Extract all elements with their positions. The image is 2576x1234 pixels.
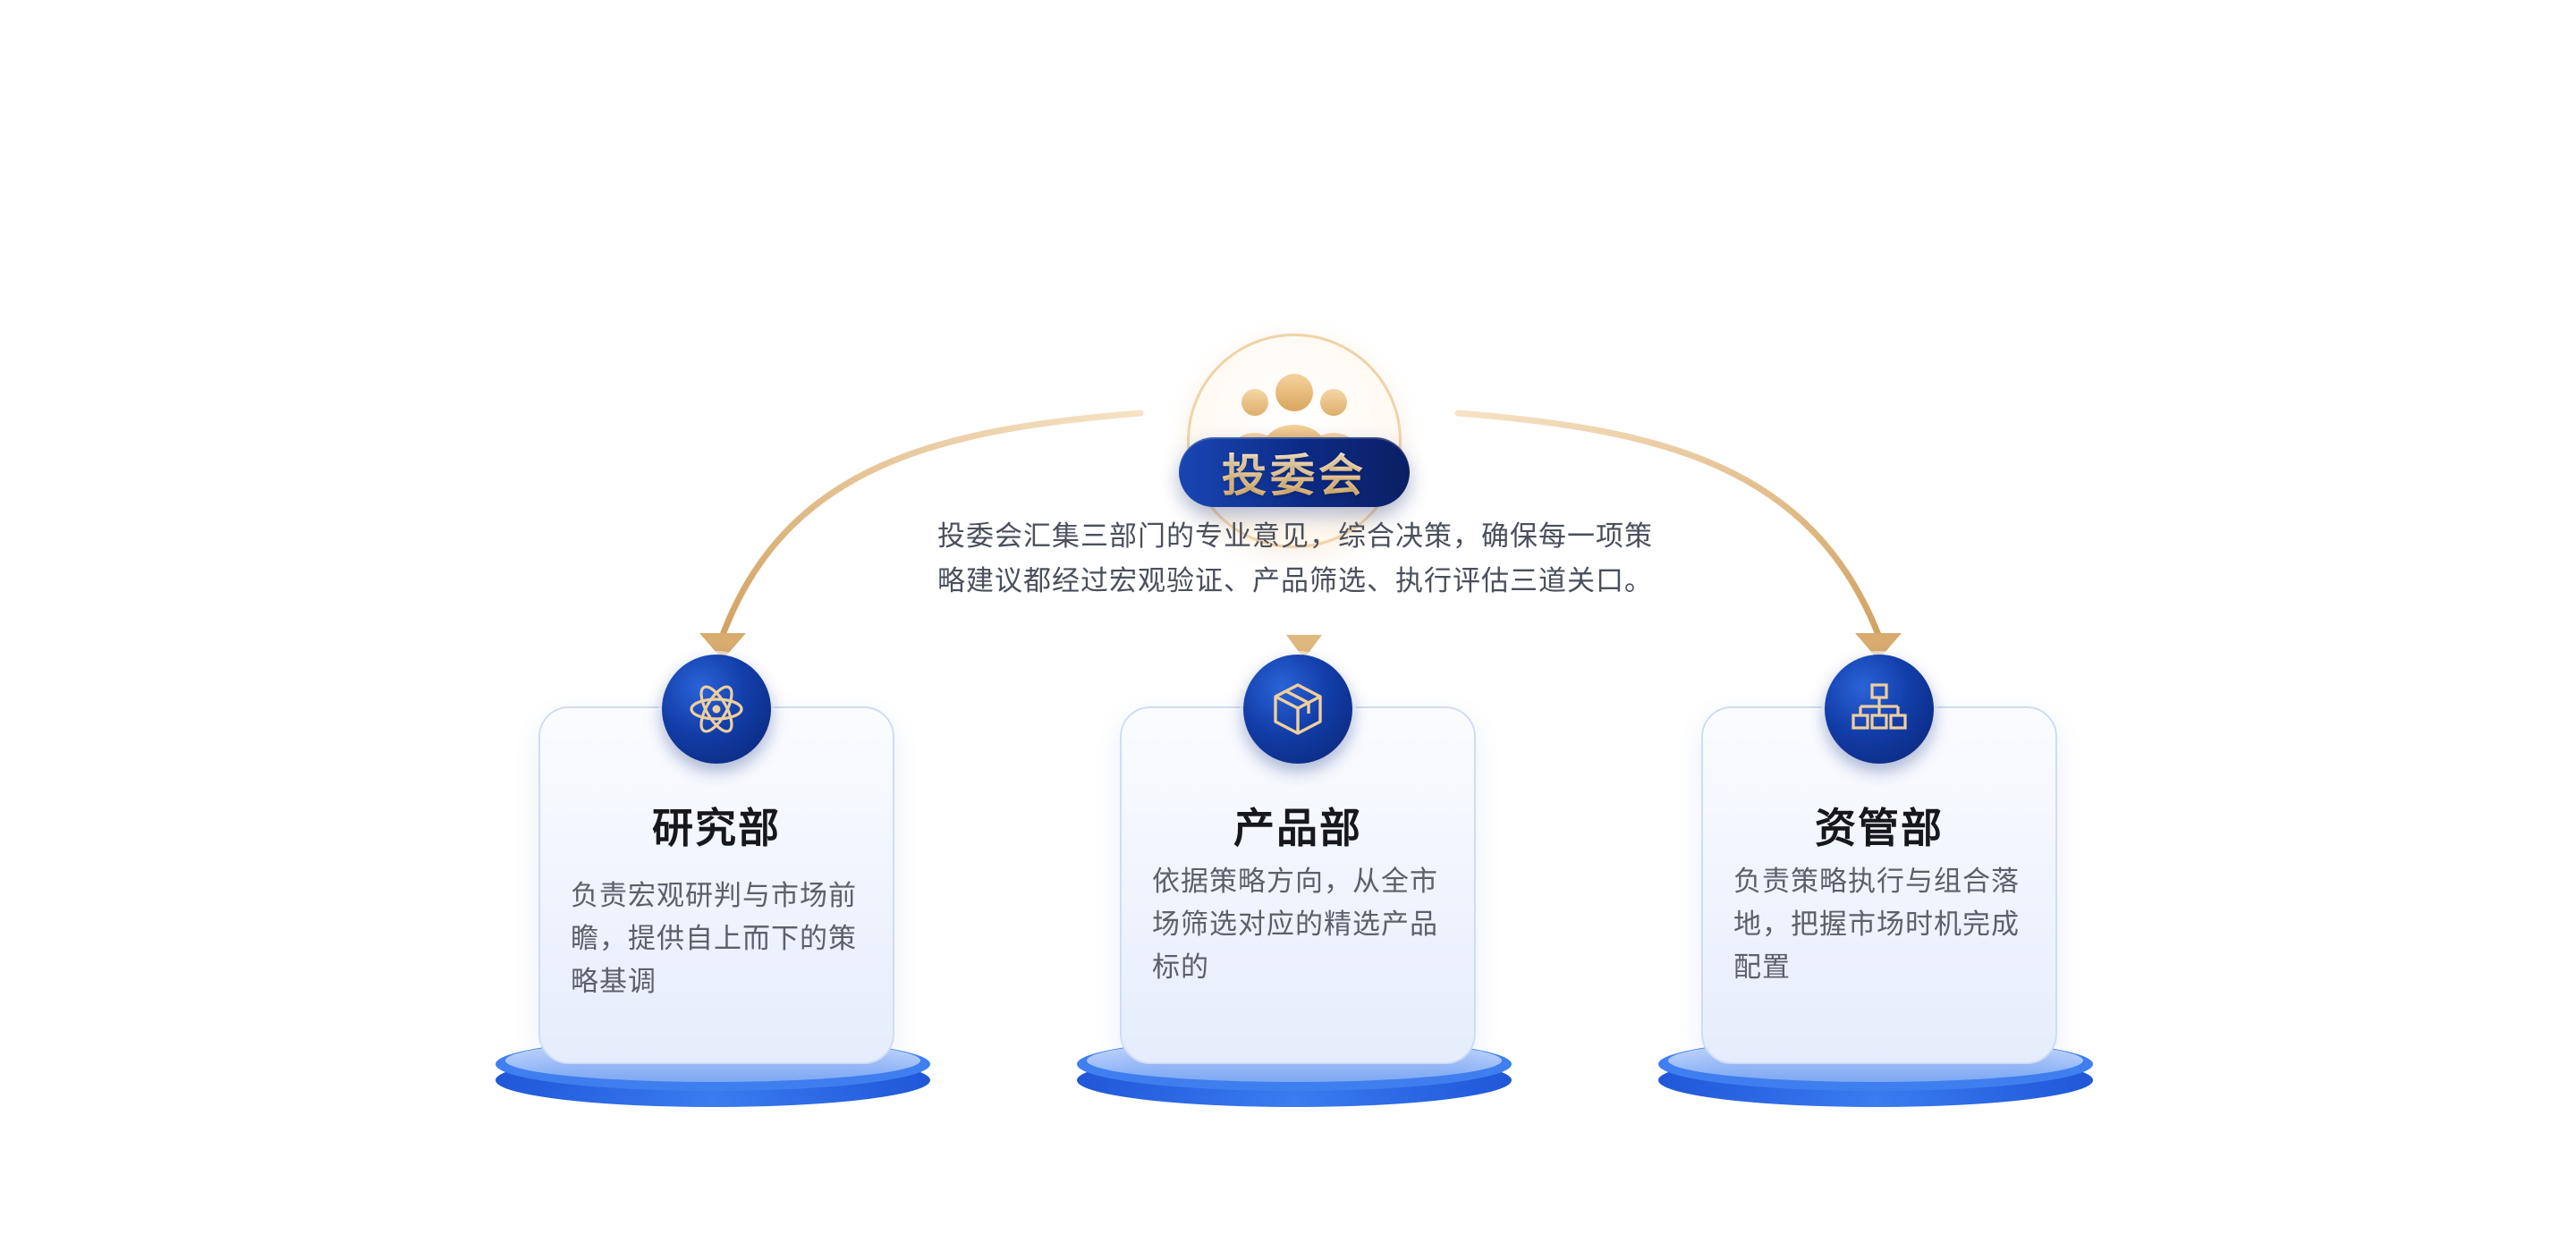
dept-icon-badge bbox=[1825, 655, 1934, 764]
dept-product: 产品部 依据策略方向，从全市 场筛选对应的精选产品 标的 bbox=[1075, 653, 1522, 1118]
arrow-to-asset-mgmt bbox=[1454, 410, 1882, 638]
dept-description-line: 略基调 bbox=[571, 966, 657, 998]
dept-description-line: 地，把握市场时机完成 bbox=[1733, 909, 2020, 941]
dept-icon-badge bbox=[1243, 655, 1352, 764]
dept-title: 研究部 bbox=[652, 804, 781, 852]
dept-description-line: 负责策略执行与组合落 bbox=[1733, 866, 2020, 898]
atom-icon bbox=[690, 685, 743, 733]
arrowhead-research bbox=[699, 633, 746, 660]
dept-description-line: 场筛选对应的精选产品 bbox=[1152, 909, 1438, 941]
committee-description: 投委会汇集三部门的专业意见，综合决策，确保每一项策 略建议都经过宏观验证、产品筛… bbox=[921, 514, 1669, 604]
dept-research: 研究部 负责宏观研判与市场前 瞻，提供自上而下的策 略基调 bbox=[494, 653, 941, 1118]
arrowhead-asset-mgmt bbox=[1855, 633, 1902, 660]
dept-description-line: 配置 bbox=[1733, 951, 1791, 984]
dept-title: 资管部 bbox=[1815, 804, 1944, 852]
dept-description-line: 负责宏观研判与市场前 bbox=[571, 880, 857, 912]
committee-badge: 投委会 bbox=[1179, 437, 1410, 507]
dept-asset-mgmt: 资管部 负责策略执行与组合落 地，把握市场时机完成 配置 bbox=[1657, 653, 2104, 1118]
org-chart-icon bbox=[1852, 683, 1907, 730]
dept-description: 依据策略方向，从全市 场筛选对应的精选产品 标的 bbox=[1152, 860, 1447, 989]
dept-description-line: 标的 bbox=[1152, 951, 1209, 984]
dept-card bbox=[1701, 706, 2057, 1064]
dept-description-line: 瞻，提供自上而下的策 bbox=[571, 923, 857, 955]
dept-card bbox=[538, 706, 894, 1064]
dept-title: 产品部 bbox=[1233, 804, 1362, 852]
arrowhead-product bbox=[1286, 635, 1322, 659]
committee-title: 投委会 bbox=[1222, 440, 1367, 504]
committee-description-line: 略建议都经过宏观验证、产品筛选、执行评估三道关口。 bbox=[937, 565, 1653, 597]
dept-description-line: 依据策略方向，从全市 bbox=[1152, 866, 1438, 898]
cube-icon bbox=[1274, 683, 1322, 735]
dept-description: 负责宏观研判与市场前 瞻，提供自上而下的策 略基调 bbox=[571, 875, 866, 1003]
arrow-to-research bbox=[719, 410, 1144, 638]
dept-description: 负责策略执行与组合落 地，把握市场时机完成 配置 bbox=[1733, 860, 2029, 989]
dept-icon-badge bbox=[662, 655, 771, 764]
committee-description-line: 投委会汇集三部门的专业意见，综合决策，确保每一项策 bbox=[937, 520, 1653, 553]
